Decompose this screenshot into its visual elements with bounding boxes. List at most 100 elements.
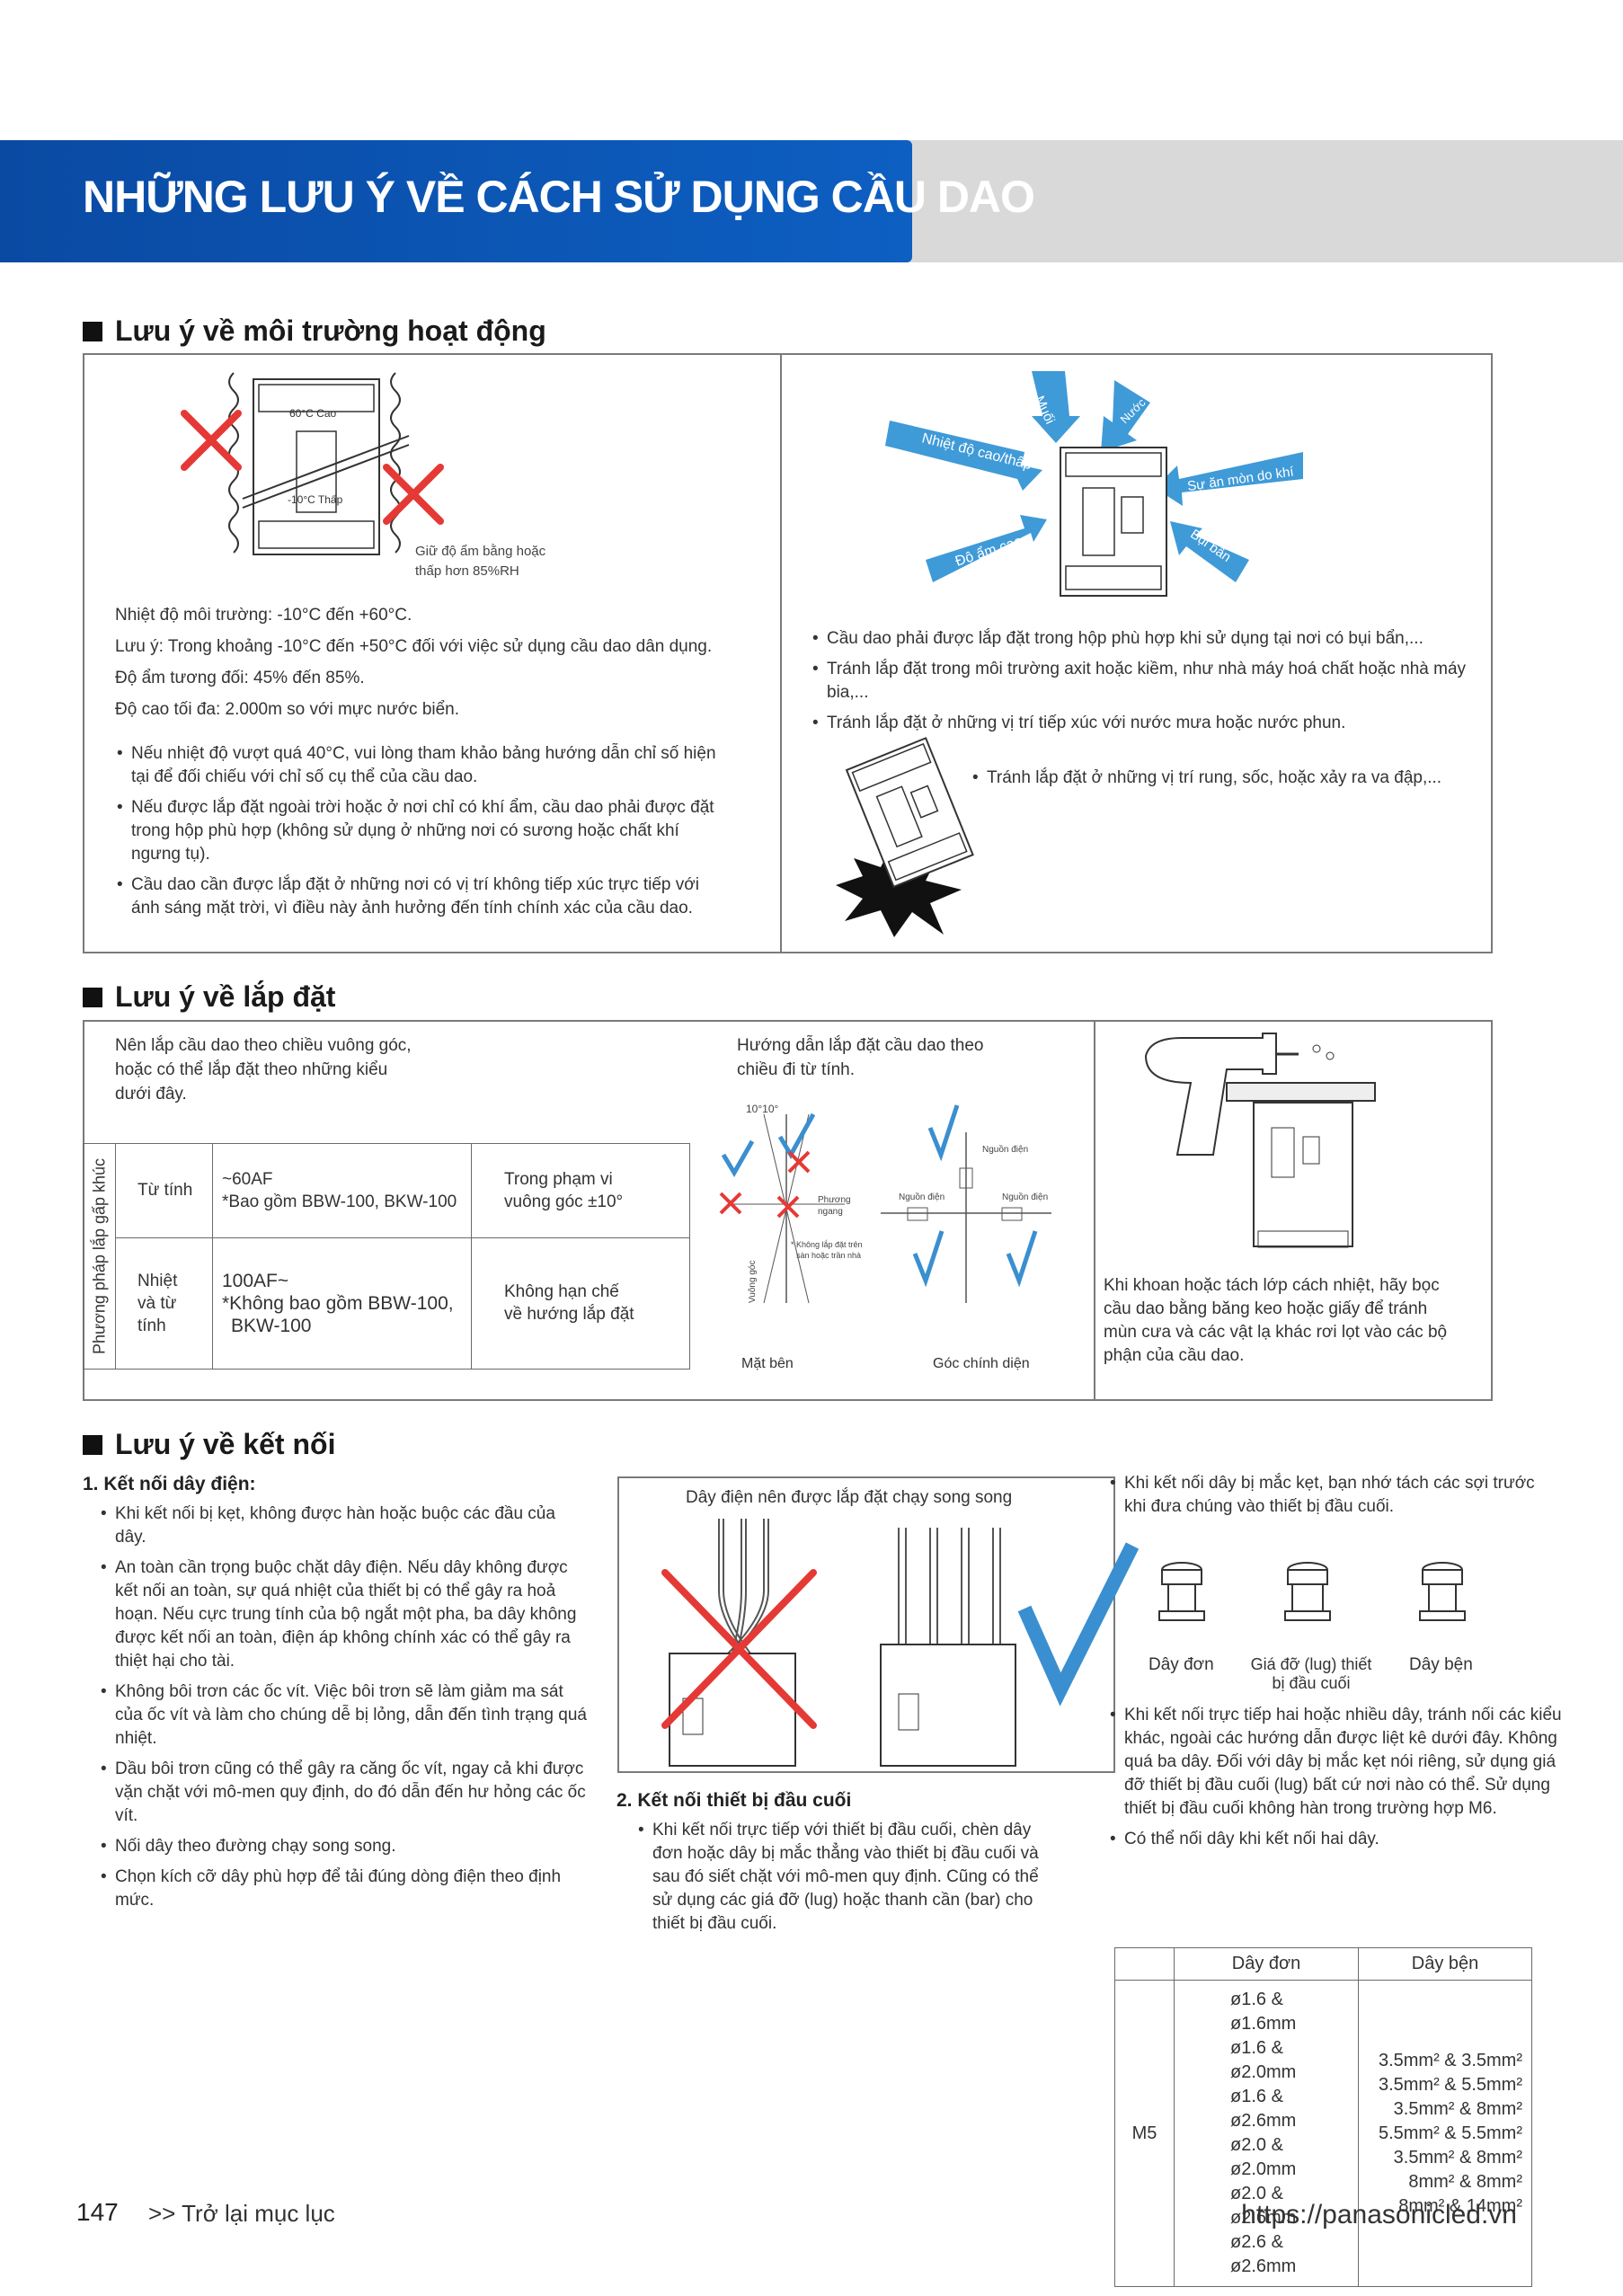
breaker-icon — [1253, 1102, 1353, 1247]
arrow-label-humidity: Độ ẩm cao — [953, 533, 1024, 570]
environment-hazards-diagram: Muối Nước mưa Nhiệt độ cao/thấp Sự ăn mò… — [885, 371, 1303, 597]
install-intro: Nên lắp cầu dao theo chiều vuông góc, ho… — [115, 1036, 412, 1104]
cross-mark-icon — [776, 1195, 800, 1219]
cross-mark-icon — [383, 464, 444, 525]
parallel-wiring-diagram — [661, 1519, 1140, 1767]
side-view-label: Mặt bên — [741, 1356, 794, 1371]
breaker-icon — [1060, 447, 1167, 597]
check-mark-icon — [927, 1104, 960, 1162]
humidity-note-2: thấp hơn 85%RH — [415, 563, 519, 579]
drill-note: Khi khoan hoặc tách lớp cách nhiệt, hãy … — [1104, 1276, 1448, 1365]
check-mark-icon — [1017, 1542, 1140, 1706]
cross-mark-icon — [719, 1192, 742, 1215]
svg-text:* Không lắp đặt trên: * Không lắp đặt trên — [791, 1240, 863, 1249]
section-heading-connection: Lưu ý về kết nối — [83, 1428, 335, 1461]
svg-text:sàn hoặc trần nhà: sàn hoặc trần nhà — [796, 1251, 861, 1260]
list-item: An toàn cần trọng buộc chặt dây điện. Nế… — [99, 1556, 589, 1673]
terminal-label-stranded: Dây bện — [1409, 1655, 1473, 1674]
svg-text:Nguồn điện: Nguồn điện — [1002, 1192, 1048, 1202]
table-header-stranded: Dây bện — [1358, 1947, 1532, 1981]
svg-text:Nguồn điện: Nguồn điện — [899, 1192, 945, 1202]
table-header-single: Dây đơn — [1174, 1947, 1359, 1981]
drill-diagram — [1144, 1033, 1376, 1248]
install-guide-title: Hướng dẫn lắp đặt cầu dao theo chiều đi … — [737, 1036, 984, 1079]
stranded-wire-terminal-icon — [1419, 1562, 1466, 1621]
list-item: Khi kết nối dây bị mắc kẹt, bạn nhớ tách… — [1108, 1472, 1548, 1519]
panel-divider — [1094, 1020, 1095, 1401]
temperature-diagram: 60°C Cao -10°C Thấp Giữ độ ẩm bằng hoặc … — [181, 372, 546, 579]
environment-left-bullets: Nếu nhiệt độ vượt quá 40°C, vui lòng tha… — [115, 742, 726, 927]
vibration-diagram — [836, 737, 974, 937]
arrow-corrosion — [1155, 452, 1303, 506]
breaker-icon — [669, 1653, 796, 1767]
environment-panel — [83, 353, 1493, 953]
list-item: Tránh lắp đặt ở những vị trí tiếp xúc vớ… — [811, 712, 1476, 735]
installation-angle-diagram: 10°10° Phương ngang * Không lắp đặt trên… — [719, 1103, 1051, 1371]
cross-mark-icon — [181, 410, 242, 471]
vibration-note: Tránh lắp đặt ở những vị trí rung, sốc, … — [971, 767, 1492, 797]
list-item: Cầu dao phải được lắp đặt trong hộp phù … — [811, 627, 1476, 651]
breaker-icon — [845, 737, 974, 889]
breaker-icon — [880, 1644, 1016, 1767]
sub-heading-wire: 1. Kết nối dây điện: — [83, 1474, 256, 1494]
wire-connection-bullets: Khi kết nối bị kẹt, không được hàn hoặc … — [99, 1503, 589, 1919]
svg-text:Phương: Phương — [818, 1195, 851, 1205]
page-number: 147 — [76, 2198, 119, 2226]
mounting-method-table: Phương pháp lắp gấp khúc Từ tính ~60AF*B… — [83, 1143, 690, 1370]
back-to-toc-link[interactable]: >> Trở lại mục lục — [148, 2200, 335, 2227]
arrow-dust — [1170, 521, 1249, 582]
list-item: Nếu được lắp đặt ngoài trời hoặc ở nơi c… — [115, 796, 726, 866]
section-heading-installation: Lưu ý về lắp đặt — [83, 980, 335, 1014]
parallel-wiring-panel — [617, 1476, 1115, 1773]
environment-right-bullets: Cầu dao phải được lắp đặt trong hộp phù … — [811, 627, 1476, 742]
list-item: Chọn kích cỡ dây phù hợp để tải đúng dòn… — [99, 1866, 589, 1912]
drill-icon — [1144, 1033, 1277, 1156]
mount-type-magnetic: Từ tính — [115, 1143, 213, 1238]
list-item: Nối dây theo đường chạy song song. — [99, 1835, 589, 1858]
website-link[interactable]: https://panasonicled.vn — [1241, 2200, 1517, 2230]
arrow-salt — [1032, 371, 1080, 443]
section-heading-environment: Lưu ý về môi trường hoạt động — [83, 315, 546, 348]
list-item: Tránh lắp đặt trong môi trường axit hoặc… — [811, 658, 1476, 705]
terminal-label-lug: Giá đỡ (lug) thiết bị đầu cuối — [1250, 1655, 1372, 1692]
svg-text:ngang: ngang — [818, 1207, 843, 1217]
arrow-rain — [1101, 380, 1150, 452]
strand-note: Khi kết nối dây bị mắc kẹt, bạn nhớ tách… — [1108, 1472, 1548, 1526]
page-title: NHỮNG LƯU Ý VỀ CÁCH SỬ DỤNG CẦU DAO — [83, 172, 1035, 222]
terminal-bullets: Khi kết nối trực tiếp với thiết bị đầu c… — [636, 1819, 1059, 1943]
check-mark-icon — [1006, 1230, 1038, 1288]
label-high-temp: 60°C Cao — [289, 407, 336, 420]
check-mark-icon — [777, 1113, 816, 1159]
list-item: Không bôi trơn các ốc vít. Việc bôi trơn… — [99, 1680, 589, 1751]
list-item: Có thể nối dây khi kết nối hai dây. — [1108, 1828, 1562, 1851]
lug-terminal-icon — [1284, 1562, 1331, 1621]
panel-divider — [780, 353, 782, 953]
multi-wire-bullets: Khi kết nối trực tiếp hai hoặc nhiều dây… — [1108, 1704, 1562, 1858]
list-item: Khi kết nối trực tiếp hai hoặc nhiều dây… — [1108, 1704, 1562, 1821]
label-low-temp: -10°C Thấp — [288, 493, 343, 506]
arrow-temp — [885, 421, 1042, 491]
list-item: Cầu dao cần được lắp đặt ở những nơi có … — [115, 873, 726, 920]
spec-note: Lưu ý: Trong khoảng -10°C đến +50°C đối … — [115, 637, 713, 656]
terminal-label-single: Dây đơn — [1149, 1655, 1214, 1674]
check-mark-icon — [721, 1139, 755, 1177]
terminal-types-diagram — [1158, 1562, 1466, 1621]
svg-text:Nguồn điện: Nguồn điện — [982, 1144, 1028, 1155]
check-mark-icon — [912, 1230, 945, 1288]
list-item: Dầu bôi trơn cũng có thể gây ra căng ốc … — [99, 1758, 589, 1828]
spec-temperature: Nhiệt độ môi trường: -10°C đến +60°C. — [115, 606, 412, 625]
front-view-label: Góc chính diện — [933, 1356, 1030, 1371]
header-title-bar — [0, 140, 912, 262]
sub-heading-terminal: 2. Kết nối thiết bị đầu cuối — [616, 1790, 852, 1811]
table-row-label: M5 — [1114, 1980, 1175, 2287]
list-item: Khi kết nối bị kẹt, không được hàn hoặc … — [99, 1503, 589, 1549]
vertical-label: Phương pháp lắp gấp khúc — [90, 1157, 108, 1355]
humidity-note-1: Giữ độ ẩm bằng hoặc — [415, 544, 546, 559]
single-wire-terminal-icon — [1158, 1562, 1205, 1621]
parallel-title: Dây điện nên được lắp đặt chạy song song — [686, 1488, 1013, 1507]
list-item: Nếu nhiệt độ vượt quá 40°C, vui lòng tha… — [115, 742, 726, 789]
cross-mark-icon — [661, 1569, 817, 1729]
spec-humidity: Độ ẩm tương đối: 45% đến 85%. — [115, 669, 365, 687]
angle-label: 10°10° — [746, 1103, 778, 1115]
